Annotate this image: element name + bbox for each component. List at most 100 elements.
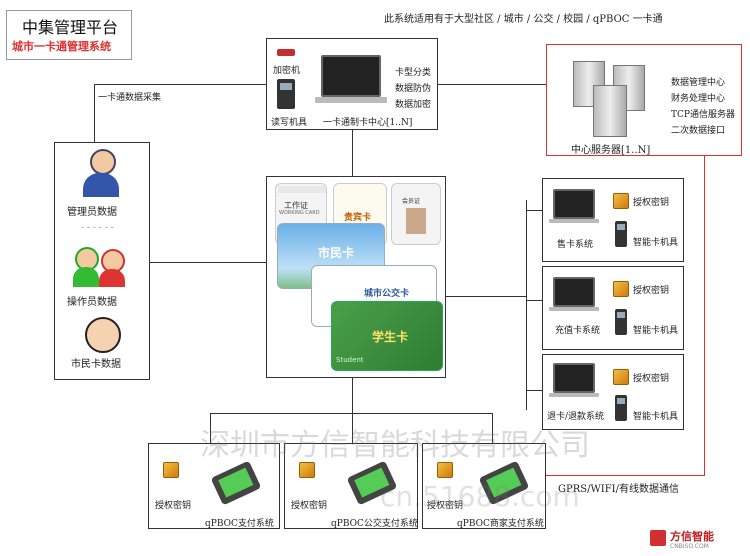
right-system-2-name: 退卡/退款系统 [547, 412, 605, 422]
server-icon-3 [593, 85, 627, 137]
link-center-vertical [352, 130, 353, 176]
comm-label: GPRS/WIFI/有线数据通信 [558, 484, 679, 495]
bottom-system-0-name: qPBOC支付系统 [205, 519, 274, 529]
guest-card-title: 贵宾卡 [344, 213, 372, 223]
key-icon [163, 462, 179, 478]
right-system-recharge: 充值卡系统 授权密钥 智能卡机具 [542, 266, 684, 350]
central-server-panel: 数据管理中心 财务处理中心 TCP通信服务器 二次数据接口 中心服务器[1..N… [546, 44, 742, 156]
member-photo [406, 208, 426, 234]
usb-key-icon [277, 49, 295, 56]
server-func-3: 二次数据接口 [671, 126, 726, 136]
right-system-0-name: 售卡系统 [557, 240, 594, 250]
link-left-to-center [150, 262, 266, 263]
server-func-0: 数据管理中心 [671, 78, 726, 88]
pda-terminal-icon [346, 460, 398, 506]
reader-label: 读写机具 [271, 118, 308, 128]
bottom-system-2-name: qPBOC商家支付系统 [457, 519, 544, 529]
left-separator: - - - - - - [81, 223, 114, 233]
link-red-vertical [704, 156, 705, 476]
link-bottom-bus [210, 413, 492, 414]
feature-0: 卡型分类 [395, 68, 432, 78]
left-data-panel: 管理员数据 - - - - - - 操作员数据 市民卡数据 [54, 142, 150, 380]
logo-box [6, 10, 132, 60]
link-bottom-b1 [210, 413, 211, 443]
student-card: 学生卡 Student [331, 301, 443, 371]
pda-terminal-icon [210, 460, 262, 506]
reader-device-icon [615, 309, 627, 335]
key-icon [613, 369, 629, 385]
card-making-center: 加密机 读写机具 一卡通制卡中心[1..N] 卡型分类 数据防伪 数据加密 [266, 38, 438, 130]
work-card-title: 工作证 [284, 201, 308, 210]
top-note: 此系统适用有于大型社区 / 城市 / 公交 / 校园 / qPBOC 一卡通 [384, 14, 663, 25]
reader-device-icon [615, 395, 627, 421]
pda-terminal-icon [478, 460, 530, 506]
right-system-0-key: 授权密钥 [633, 198, 670, 208]
link-top-horizontal [94, 84, 266, 85]
member-card-title: 会员证 [402, 198, 421, 205]
footer-brand-sub: CNBISO.COM [670, 543, 709, 550]
bottom-system-merchant: 授权密钥 qPBOC商家支付系统 [422, 443, 546, 529]
right-system-1-key: 授权密钥 [633, 286, 670, 296]
platform-title: 中集管理平台 [22, 18, 119, 37]
bottom-system-bus: 授权密钥 qPBOC公交支付系统 [284, 443, 418, 529]
link-red-horizontal [546, 475, 705, 476]
right-system-1-reader: 智能卡机具 [633, 326, 679, 336]
student-card-title: 学生卡 [372, 330, 409, 344]
link-right-b3 [526, 390, 542, 391]
footer-brand: 方信智能 [670, 530, 714, 543]
bottom-system-payment: 授权密钥 qPBOC支付系统 [148, 443, 280, 529]
card-center-label: 一卡通制卡中心[1..N] [323, 118, 413, 128]
cards-panel: 工作证 WORKING CARD 贵宾卡 会员证 市民卡 城市公交卡 学生卡 S… [266, 176, 446, 378]
server-icon [573, 61, 605, 107]
link-left-vertical [94, 84, 95, 142]
key-icon [613, 281, 629, 297]
right-system-2-key: 授权密钥 [633, 374, 670, 384]
left-link-label: 一卡通数据采集 [98, 93, 162, 103]
operators-avatar-icon [73, 243, 129, 289]
encryptor-label: 加密机 [273, 66, 301, 76]
laptop-base [549, 307, 599, 311]
bottom-system-1-key: 授权密钥 [291, 501, 328, 511]
laptop-icon [553, 363, 595, 393]
bottom-system-2-key: 授权密钥 [427, 501, 464, 511]
link-bottom-b3 [492, 413, 493, 443]
link-right-bus [526, 200, 527, 410]
server-label: 中心服务器[1..N] [571, 145, 651, 156]
key-icon [613, 193, 629, 209]
left-item-admin: 管理员数据 [67, 207, 117, 218]
laptop-base [549, 393, 599, 397]
citizen-avatar-icon [85, 317, 121, 353]
bottom-system-1-name: qPBOC公交支付系统 [331, 519, 418, 529]
laptop-base [315, 97, 387, 103]
laptop-icon [553, 189, 595, 219]
server-func-2: TCP通信服务器 [671, 110, 735, 120]
right-system-1-name: 充值卡系统 [555, 326, 601, 336]
right-system-sale: 售卡系统 授权密钥 智能卡机具 [542, 178, 684, 262]
link-center-right [446, 296, 526, 297]
laptop-icon [321, 55, 381, 97]
link-right-b2 [526, 300, 542, 301]
left-item-operator: 操作员数据 [67, 297, 117, 308]
laptop-base [549, 219, 599, 223]
laptop-icon [553, 277, 595, 307]
link-bottom-b2 [352, 413, 353, 443]
bus-card-title: 城市公交卡 [364, 289, 410, 299]
left-item-citizen: 市民卡数据 [71, 359, 121, 370]
reader-device-icon [277, 79, 295, 109]
admin-avatar-icon [83, 149, 119, 197]
member-card: 会员证 [391, 183, 441, 245]
right-system-2-reader: 智能卡机具 [633, 412, 679, 422]
key-icon [299, 462, 315, 478]
work-card-sub: WORKING CARD [279, 210, 320, 216]
key-icon [437, 462, 453, 478]
server-func-1: 财务处理中心 [671, 94, 726, 104]
feature-2: 数据加密 [395, 100, 432, 110]
right-system-refund: 退卡/退款系统 授权密钥 智能卡机具 [542, 354, 684, 430]
brand-logo-icon [650, 530, 666, 546]
link-top-to-server [438, 84, 546, 85]
link-right-b1 [526, 210, 542, 211]
feature-1: 数据防伪 [395, 84, 432, 94]
bottom-system-0-key: 授权密钥 [155, 501, 192, 511]
student-card-en: Student [336, 356, 364, 364]
citizen-card-title: 市民卡 [318, 246, 355, 260]
